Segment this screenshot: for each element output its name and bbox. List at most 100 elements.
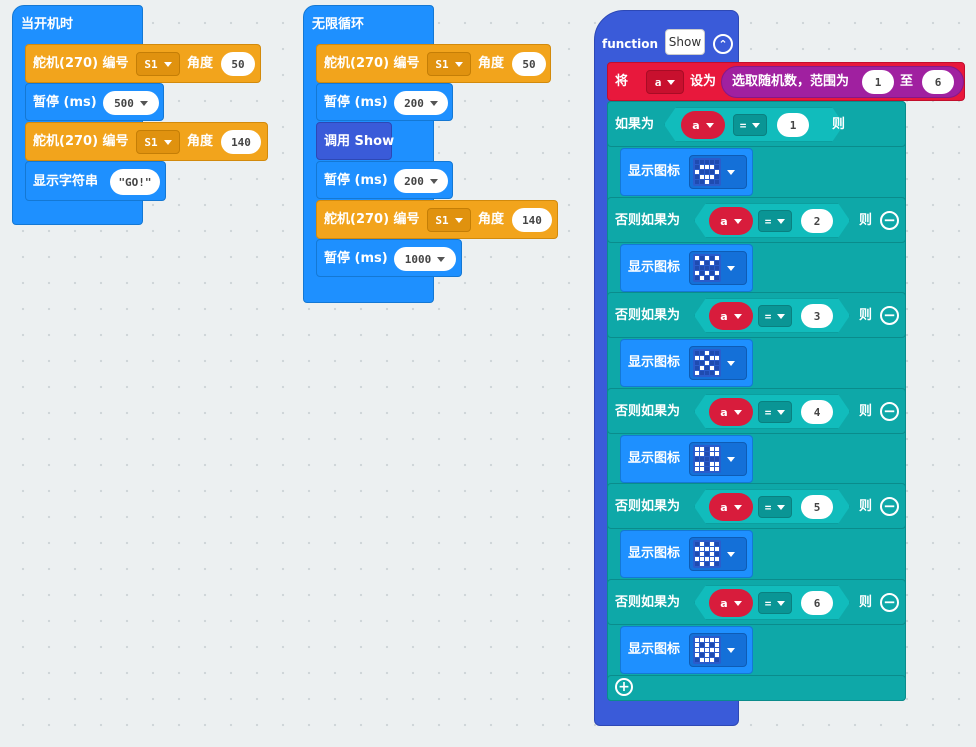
- operator-dropdown[interactable]: =: [758, 210, 792, 232]
- show-icon-block[interactable]: 显示图标: [620, 148, 753, 196]
- condition-row[interactable]: 否则如果为 a= 3 则−: [607, 292, 906, 338]
- comparison-block[interactable]: a= 6: [694, 585, 850, 620]
- variable-reporter[interactable]: a: [709, 302, 753, 330]
- compare-value-input[interactable]: 5: [801, 495, 833, 519]
- dice-one-icon: [693, 158, 721, 186]
- comparison-block[interactable]: a= 3: [694, 298, 850, 333]
- pause-value-dropdown[interactable]: 500: [103, 91, 159, 115]
- pause-value-dropdown[interactable]: 200: [394, 91, 448, 115]
- set-variable-block[interactable]: 将 a 设为 选取随机数，范围为 1 至 6: [607, 62, 965, 101]
- pause-value-dropdown[interactable]: 1000: [394, 247, 456, 271]
- servo-block[interactable]: 舵机(270) 编号 S1 角度 50: [316, 44, 551, 83]
- port-dropdown[interactable]: S1: [136, 130, 180, 154]
- string-input[interactable]: "GO!": [110, 169, 160, 195]
- operator-dropdown[interactable]: =: [758, 496, 792, 518]
- servo-block[interactable]: 舵机(270) 编号 S1 角度 140: [316, 200, 558, 239]
- call-function-block[interactable]: 调用 Show: [316, 122, 394, 160]
- compare-value-input[interactable]: 2: [801, 209, 833, 233]
- then-label: 则: [859, 499, 873, 514]
- remove-branch-icon[interactable]: −: [880, 497, 899, 516]
- show-icon-block[interactable]: 显示图标: [620, 339, 753, 387]
- servo-label: 舵机(270) 编号: [33, 56, 129, 71]
- show-icon-label: 显示图标: [628, 451, 681, 466]
- random-from-input[interactable]: 1: [862, 70, 894, 94]
- random-to-label: 至: [900, 74, 914, 89]
- function-name-field[interactable]: Show: [665, 29, 705, 55]
- function-keyword: function: [602, 37, 659, 51]
- show-icon-block[interactable]: 显示图标: [620, 626, 753, 674]
- show-icon-block[interactable]: 显示图标: [620, 530, 753, 578]
- icon-picker-dropdown[interactable]: [689, 633, 747, 667]
- operator-dropdown[interactable]: =: [758, 401, 792, 423]
- random-to-input[interactable]: 6: [922, 70, 954, 94]
- random-label: 选取随机数，范围为: [732, 74, 850, 89]
- comparison-block[interactable]: a= 4: [694, 394, 850, 429]
- random-number-block[interactable]: 选取随机数，范围为 1 至 6: [721, 66, 964, 98]
- then-label: 则: [859, 308, 873, 323]
- pause-block[interactable]: 暂停 (ms) 200: [316, 161, 453, 199]
- pause-value-dropdown[interactable]: 200: [394, 169, 448, 193]
- variable-dropdown[interactable]: a: [646, 70, 684, 94]
- angle-input[interactable]: 140: [221, 130, 261, 154]
- icon-picker-dropdown[interactable]: [689, 346, 747, 380]
- show-icon-label: 显示图标: [628, 642, 681, 657]
- servo-label: 舵机(270) 编号: [33, 134, 129, 149]
- pause-label: 暂停 (ms): [324, 95, 388, 110]
- compare-value-input[interactable]: 6: [801, 591, 833, 615]
- icon-picker-dropdown[interactable]: [689, 442, 747, 476]
- compare-value-input[interactable]: 3: [801, 304, 833, 328]
- variable-reporter[interactable]: a: [709, 493, 753, 521]
- port-dropdown[interactable]: S1: [427, 208, 471, 232]
- on-start-label: 当开机时: [21, 17, 74, 32]
- servo-label: 舵机(270) 编号: [324, 212, 420, 227]
- show-icon-label: 显示图标: [628, 260, 681, 275]
- show-icon-block[interactable]: 显示图标: [620, 435, 753, 483]
- port-dropdown[interactable]: S1: [136, 52, 180, 76]
- compare-value-input[interactable]: 4: [801, 400, 833, 424]
- show-icon-label: 显示图标: [628, 546, 681, 561]
- servo-block[interactable]: 舵机(270) 编号 S1 角度 140: [25, 122, 268, 161]
- angle-input[interactable]: 50: [221, 52, 255, 76]
- add-branch-icon[interactable]: +: [615, 678, 633, 696]
- variable-reporter[interactable]: a: [709, 589, 753, 617]
- comparison-block[interactable]: a= 5: [694, 489, 850, 524]
- operator-dropdown[interactable]: =: [758, 592, 792, 614]
- collapse-chevron-icon[interactable]: ⌃: [713, 34, 733, 54]
- angle-input[interactable]: 50: [512, 52, 546, 76]
- operator-dropdown[interactable]: =: [758, 305, 792, 327]
- pause-block[interactable]: 暂停 (ms) 1000: [316, 239, 462, 277]
- pause-block[interactable]: 暂停 (ms) 500: [25, 83, 164, 121]
- angle-label: 角度: [187, 56, 214, 71]
- comparison-block[interactable]: a= 2: [694, 203, 850, 238]
- dice-four-icon: [693, 445, 721, 473]
- servo-block[interactable]: 舵机(270) 编号 S1 角度 50: [25, 44, 261, 83]
- angle-label: 角度: [478, 212, 505, 227]
- remove-branch-icon[interactable]: −: [880, 593, 899, 612]
- icon-picker-dropdown[interactable]: [689, 155, 747, 189]
- show-icon-block[interactable]: 显示图标: [620, 244, 753, 292]
- show-icon-label: 显示图标: [628, 355, 681, 370]
- icon-picker-dropdown[interactable]: [689, 251, 747, 285]
- compare-value-input[interactable]: 1: [777, 113, 809, 137]
- remove-branch-icon[interactable]: −: [880, 402, 899, 421]
- else-if-label: 否则如果为: [615, 308, 681, 323]
- show-string-block[interactable]: 显示字符串 "GO!": [25, 161, 166, 201]
- dice-three-icon: [693, 349, 721, 377]
- then-label: 则: [832, 117, 846, 132]
- port-dropdown[interactable]: S1: [427, 52, 471, 76]
- icon-picker-dropdown[interactable]: [689, 537, 747, 571]
- pause-block[interactable]: 暂停 (ms) 200: [316, 83, 453, 121]
- operator-dropdown[interactable]: =: [733, 114, 767, 136]
- remove-branch-icon[interactable]: −: [880, 211, 899, 230]
- comparison-block[interactable]: a = 1: [664, 107, 844, 142]
- remove-branch-icon[interactable]: −: [880, 306, 899, 325]
- angle-input[interactable]: 140: [512, 208, 552, 232]
- variable-reporter[interactable]: a: [709, 207, 753, 235]
- variable-reporter[interactable]: a: [709, 398, 753, 426]
- variable-reporter[interactable]: a: [681, 111, 725, 139]
